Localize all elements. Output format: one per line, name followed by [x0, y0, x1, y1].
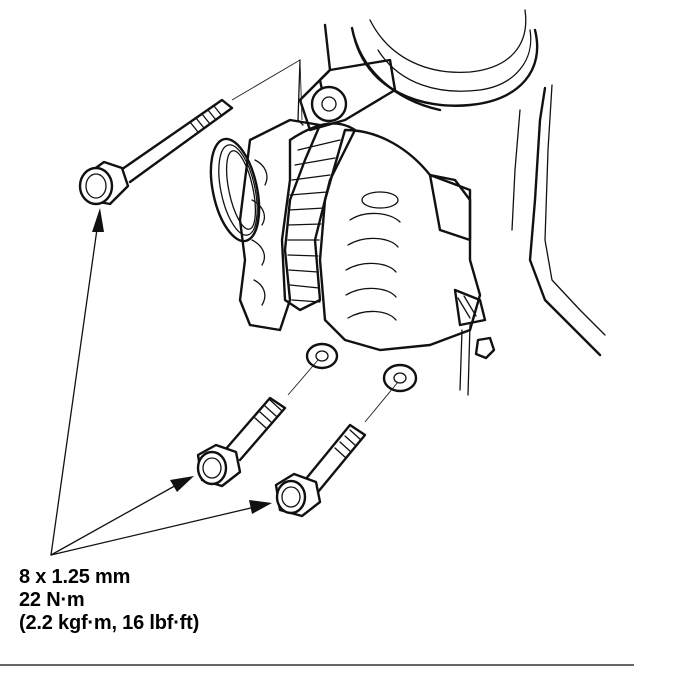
torque-spec-callout: 8 x 1.25 mm 22 N·m (2.2 kgf·m, 16 lbf·ft…: [19, 566, 199, 635]
upper-bolt: [78, 98, 234, 206]
bolt-guide-lines: [231, 59, 399, 423]
torque-alt-units-text: (2.2 kgf·m, 16 lbf·ft): [19, 612, 200, 634]
lower-right-bolt: [274, 423, 367, 518]
callout-arrows: [50, 208, 272, 556]
engine-pulley: [318, 9, 606, 357]
lower-left-bolt: [196, 396, 287, 488]
bolt-size-text: 8 x 1.25 mm: [19, 566, 131, 588]
alternator-body: [209, 118, 496, 396]
bottom-divider: [0, 664, 634, 666]
lower-bosses: [305, 342, 418, 393]
upper-bracket: [297, 58, 397, 132]
torque-nm-text: 22 N·m: [19, 589, 85, 611]
